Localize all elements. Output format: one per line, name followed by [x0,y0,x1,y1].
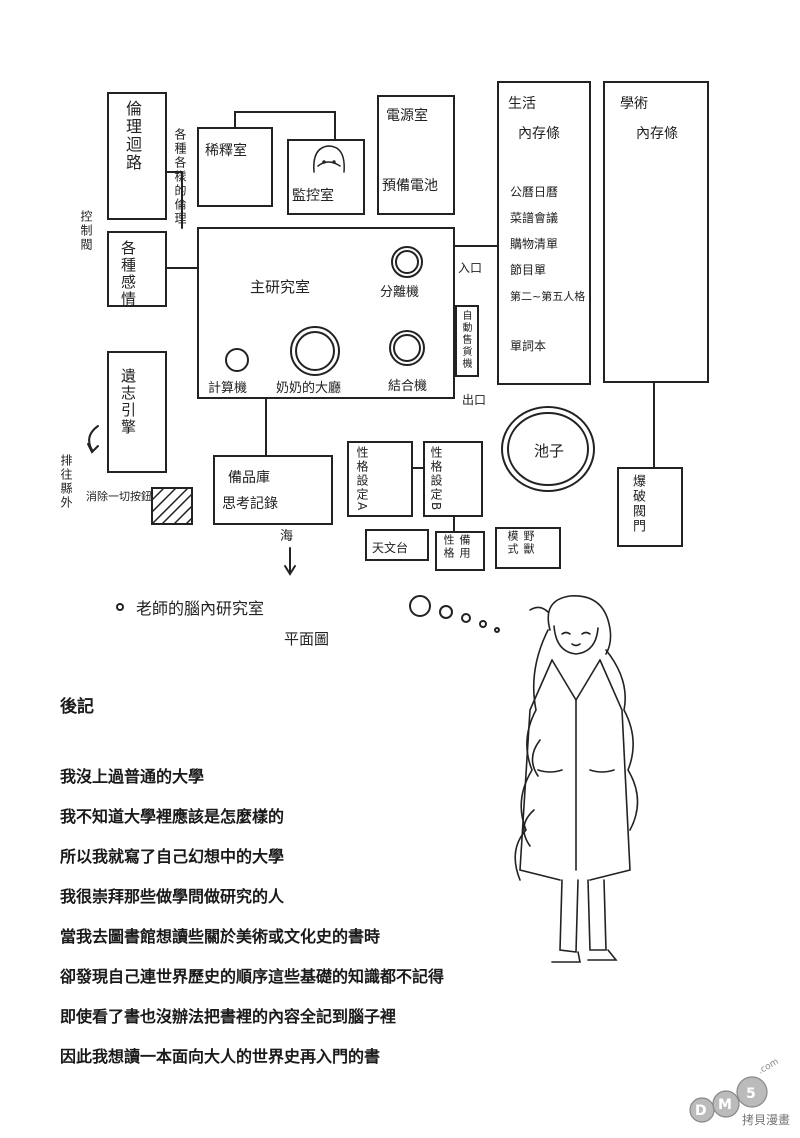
afterword-title: 後記 [60,697,94,717]
observatory-label: 天文台 [372,540,408,555]
ethics-circuit-box [107,92,167,220]
power-box [377,95,455,215]
afterword-line: 我沒上過普通的大學 [60,767,205,786]
afterword: 後記 我沒上過普通的大學 我不知道大學裡應該是怎麼樣的 所以我就寫了自己幻想中的… [60,692,540,1077]
sea-label: 海 [280,529,293,544]
relic-engine-label: 遺志引擎 [119,368,137,436]
caption-bullet [116,603,124,611]
storage-box [213,455,333,525]
svg-text:.com: .com [757,1057,781,1077]
observatory-box [365,529,429,561]
leg-right [587,879,607,951]
afterword-line: 即使看了書也沒辦法把書裡的內容全記到腦子裡 [60,1007,397,1026]
backup-battery-label: 預備電池 [382,178,438,194]
thought-records-label: 思考記錄 [222,495,278,512]
monitor-label: 監控室 [292,187,334,204]
character-illustration [490,590,660,980]
auto-vending-box [455,305,479,377]
monitor-face [313,145,345,173]
combiner-machine [389,330,425,366]
pond-ellipse [501,406,595,492]
academic-memo-box [603,81,709,383]
svg-text:5: 5 [746,1086,756,1102]
personality-b-label: 性格設定B [429,446,443,513]
life-memo-box [497,81,591,385]
all-ethics-label: 各種各樣的倫理 [173,128,187,226]
storage-label: 備品庫 [228,469,270,486]
coat-left [519,659,561,881]
life-memo-item: 第二~第五人格 [510,289,585,303]
svg-text:M: M [718,1097,732,1113]
life-memo-item: 節目單 [510,262,546,277]
afterword-line: 卻發現自己連世界歷史的順序這些基礎的知識都不記得 [60,967,445,986]
combiner-label: 結合機 [388,379,427,394]
grandma-hall-circle [290,326,340,376]
life-memo-item: 購物清單 [510,237,558,251]
afterword-line: 因此我想讀一本面向大人的世界史再入門的書 [60,1047,381,1066]
afterword-line: 當我去圖書館想讀些關於美術或文化史的書時 [60,927,381,946]
main-lab-box [197,227,455,399]
erase-button-label: 消除一切按鈕 [86,489,152,503]
personality-a-box [347,441,413,517]
separator-machine [391,246,423,278]
monitor-box [287,139,365,215]
life-memo-item: 公曆日曆 [510,185,558,199]
auto-vending-label: 自動售貨機 [460,310,471,370]
pond-label: 池子 [534,442,564,460]
entrance-label: 入口 [458,261,482,275]
explosion-valve-box [617,467,683,547]
explosion-valve-label: 爆破閥門 [630,474,645,534]
watermark-caption: 拷貝漫畫 [741,1113,790,1127]
caption-title: 老師的腦內研究室 [136,599,264,618]
hair-top [547,595,612,655]
emotions-label: 各種感情 [119,240,137,308]
drain-label: 排往縣外 [59,454,73,510]
afterword-line: 所以我就寫了自己幻想中的大學 [60,847,285,866]
hair-left [514,629,549,881]
dilution-box [197,127,273,207]
thought-bubble [409,595,431,617]
wild-mode-box [495,527,561,569]
wild-mode-label: 野獸模式 [506,530,535,556]
hair-right [605,649,639,831]
life-memo-item: 菜譜會議 [510,210,558,225]
leg-left [559,879,579,953]
caption-subtitle: 平面圖 [284,630,329,648]
control-valve-label: 控制閥 [79,210,93,252]
coat-right [589,659,631,881]
relic-engine-box [107,351,167,473]
afterword-line: 我不知道大學裡應該是怎麼樣的 [60,807,285,826]
brain-lab-floorplan: 稀釋室 監控室 電源室 預備電池 主研究室 分離機 計算機 奶奶的大廳 結合機 … [59,81,709,648]
life-memo-item: 單詞本 [510,339,546,353]
academic-sub: 內存條 [636,126,678,142]
dilution-label: 稀釋室 [205,142,247,159]
life-memo-title: 生活 [508,96,536,112]
calculator-label: 計算機 [208,380,247,396]
svg-text:D: D [695,1103,707,1119]
face [553,625,599,655]
academic-title: 學術 [620,96,648,112]
main-lab-label: 主研究室 [250,278,310,296]
personality-a-label: 性格設定A [355,446,369,513]
separator-label: 分離機 [380,285,419,300]
afterword-line: 我很崇拜那些做學問做研究的人 [60,887,285,906]
spare-personality-label: 備用性格 [442,534,471,560]
spare-personality-box [435,531,485,571]
power-label: 電源室 [386,107,428,124]
ethics-circuit-label: 倫理迴路 [123,100,142,172]
top-link-line [234,111,336,141]
grandma-hall-label: 奶奶的大廳 [276,380,341,396]
calculator-machine [225,348,249,372]
life-memo-sub: 內存條 [518,126,560,142]
exit-label: 出口 [462,393,486,407]
